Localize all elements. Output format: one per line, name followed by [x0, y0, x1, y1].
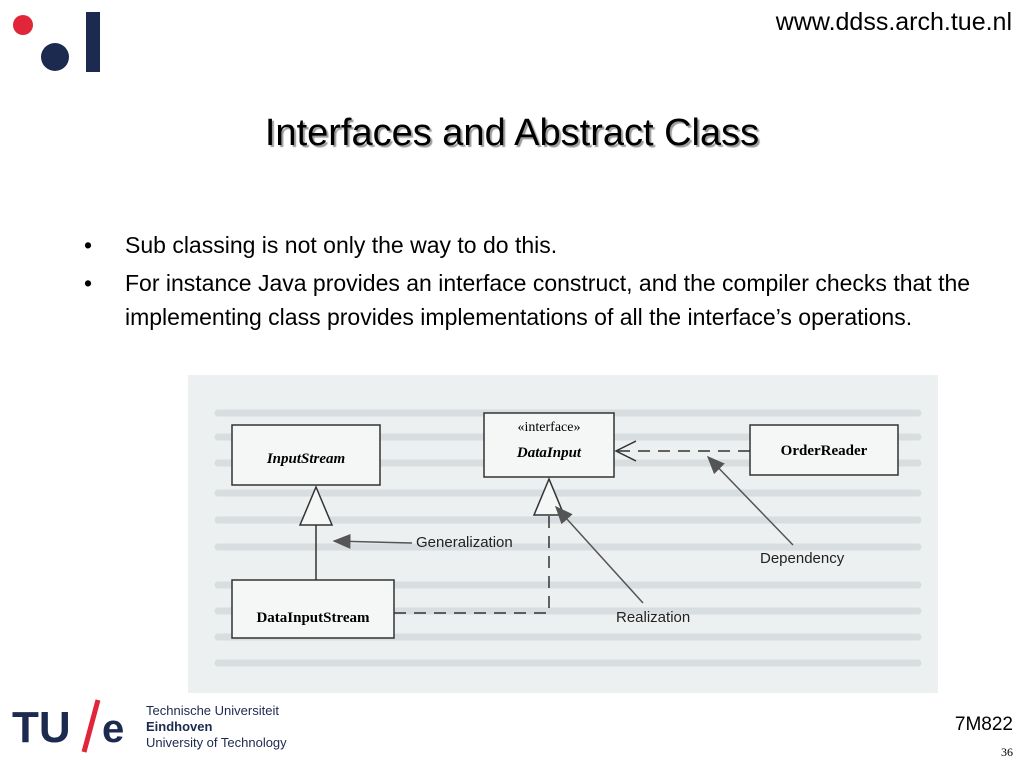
- bullet-text: For instance Java provides an interface …: [125, 270, 971, 330]
- bullet-item: • Sub classing is not only the way to do…: [84, 228, 1019, 262]
- uml-diagram: InputStream «interface» DataInput OrderR…: [188, 375, 938, 693]
- bullet-marker: •: [84, 232, 93, 258]
- tue-logo: TU e: [12, 699, 124, 753]
- university-line-3: University of Technology: [146, 735, 287, 750]
- bullet-text: Sub classing is not only the way to do t…: [125, 232, 558, 258]
- inputstream-class-name: InputStream: [266, 451, 345, 467]
- inputstream-class-box: InputStream: [231, 424, 381, 486]
- generalization-triangle: [298, 485, 334, 526]
- tue-letter-e: e: [102, 707, 124, 751]
- datainputstream-class-name: DataInputStream: [256, 610, 370, 626]
- realization-pointer: [554, 505, 644, 604]
- generalization-pointer: [332, 533, 413, 549]
- university-line-1: Technische Universiteit: [146, 703, 279, 718]
- tue-slash: [81, 699, 101, 753]
- dependency-arrowhead: [614, 440, 637, 462]
- datainput-class-name: DataInput: [516, 445, 582, 461]
- course-code: 7M822: [954, 714, 1013, 735]
- orderreader-class-box: OrderReader: [749, 424, 899, 476]
- datainput-stereotype: «interface»: [518, 420, 581, 435]
- datainputstream-class-box: DataInputStream: [231, 579, 395, 639]
- generalization-label: Generalization: [416, 534, 513, 551]
- university-mark-logo: [13, 12, 100, 72]
- datainput-interface-box: «interface» DataInput: [483, 412, 615, 478]
- website-url: www.ddss.arch.tue.nl: [775, 8, 1012, 36]
- university-name: Technische Universiteit Eindhoven Univer…: [146, 703, 287, 751]
- dependency-pointer: [706, 455, 794, 546]
- bullet-marker: •: [84, 270, 93, 296]
- bullet-list: • Sub classing is not only the way to do…: [84, 228, 1019, 338]
- bullet-item: • For instance Java provides an interfac…: [84, 266, 1019, 334]
- realization-line: [394, 515, 550, 614]
- dependency-label: Dependency: [760, 550, 845, 567]
- slide-title: Interfaces and Abstract Class: [264, 112, 760, 154]
- university-line-2: Eindhoven: [146, 719, 213, 734]
- realization-label: Realization: [616, 609, 690, 626]
- orderreader-class-name: OrderReader: [781, 443, 868, 459]
- tue-letters-tu: TU: [12, 703, 71, 752]
- page-number: 36: [1001, 745, 1013, 759]
